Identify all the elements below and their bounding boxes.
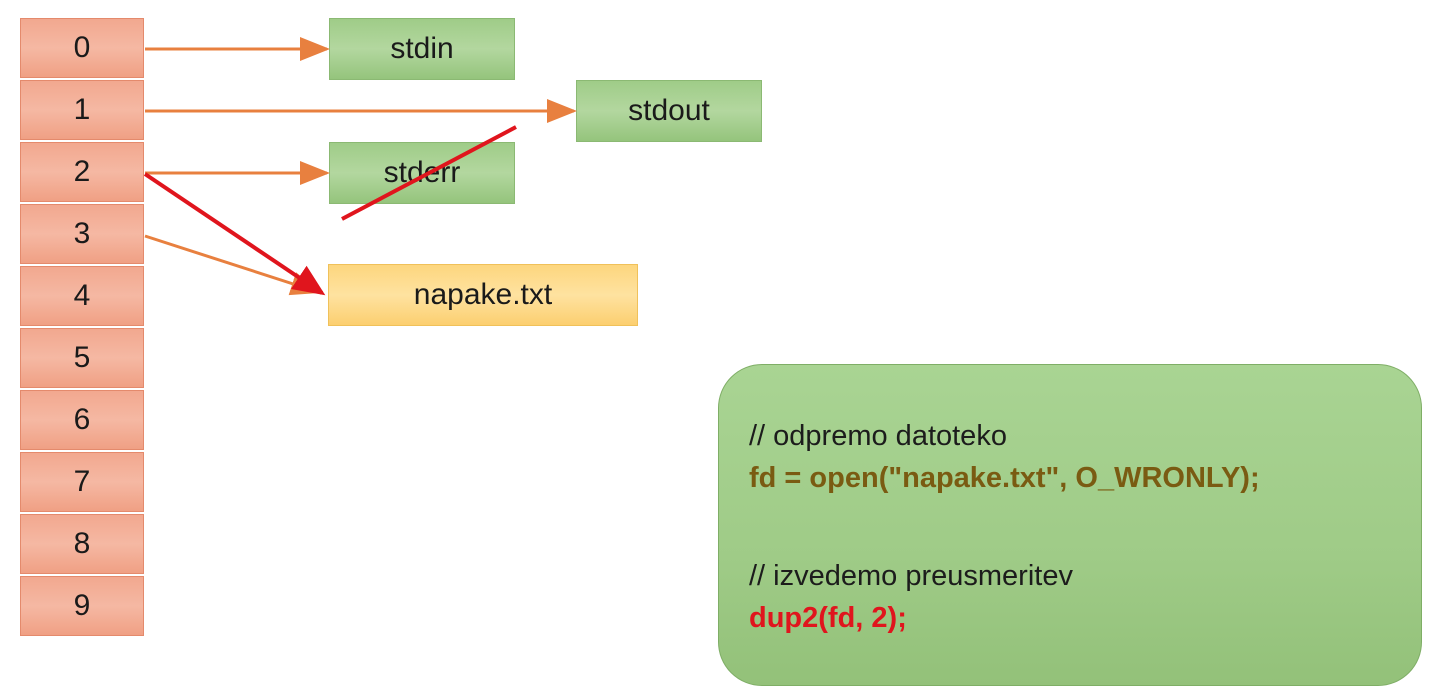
napake-file-box: napake.txt xyxy=(328,264,638,326)
stdout-box: stdout xyxy=(576,80,762,142)
code-panel: // odpremo datoteko fd = open("napake.tx… xyxy=(718,364,1422,686)
fd-cell-8: 8 xyxy=(20,514,144,574)
fd-cell-7: 7 xyxy=(20,452,144,512)
fd-cell-5: 5 xyxy=(20,328,144,388)
stderr-box: stderr xyxy=(329,142,515,204)
code-dup-call: dup2(fd, 2); xyxy=(749,602,907,634)
fd-cell-2: 2 xyxy=(20,142,144,202)
fd-cell-9: 9 xyxy=(20,576,144,636)
arrow-fd2-napake-redirect xyxy=(143,172,326,296)
fd-cell-0: 0 xyxy=(20,18,144,78)
code-comment-dup: // izvedemo preusmeritev xyxy=(749,560,1073,592)
fd-cell-1: 1 xyxy=(20,80,144,140)
arrow-fd3-napake xyxy=(144,234,321,296)
fd-cell-3: 3 xyxy=(20,204,144,264)
code-comment-open: // odpremo datoteko xyxy=(749,420,1007,452)
code-spacer xyxy=(749,499,1421,555)
stdin-box: stdin xyxy=(329,18,515,80)
code-open-call: fd = open("napake.txt", O_WRONLY); xyxy=(749,462,1260,494)
fd-cell-4: 4 xyxy=(20,266,144,326)
fd-cell-6: 6 xyxy=(20,390,144,450)
